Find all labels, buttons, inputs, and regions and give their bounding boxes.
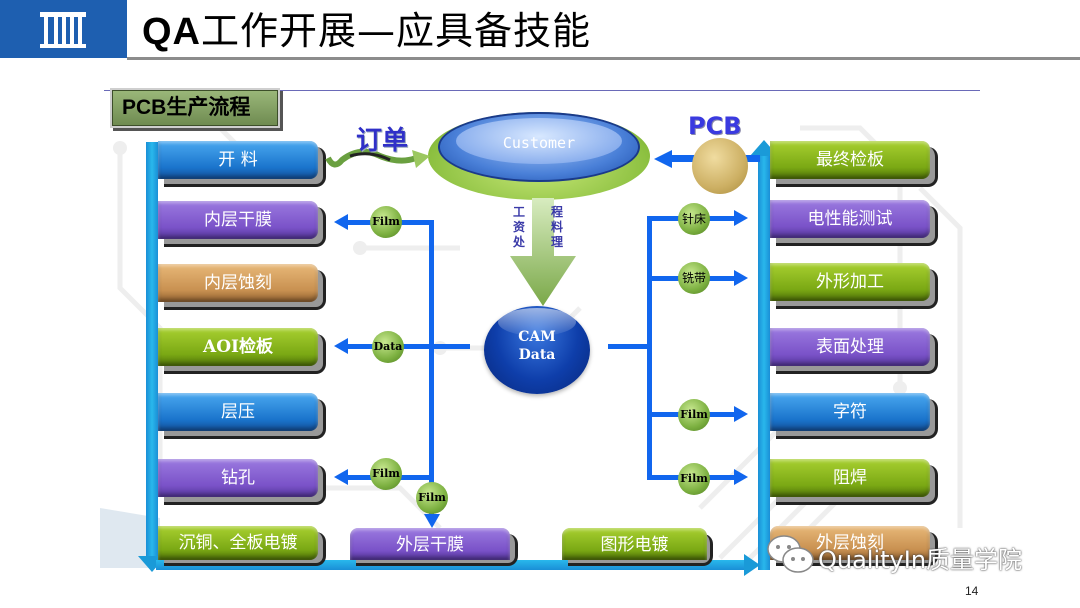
- cam-label-line1: CAM: [518, 329, 556, 345]
- page-title: QA工作开展—应具备技能: [142, 6, 591, 57]
- connector-line: [429, 220, 434, 514]
- arrow-left-icon: [334, 214, 348, 230]
- engineering-text-col2: 程料理: [550, 205, 563, 249]
- step-label: 电性能测试: [770, 200, 930, 238]
- step-label: 外形加工: [770, 263, 930, 301]
- header-divider: [127, 57, 1080, 60]
- arrow-right-icon: [734, 210, 748, 226]
- arrow-down-icon: [424, 514, 440, 528]
- step-label: 外层干膜: [350, 528, 510, 560]
- step-label: 最终检板: [770, 141, 930, 179]
- step-profiling[interactable]: 外形加工: [770, 263, 938, 309]
- badge-film: Film: [416, 482, 448, 514]
- arrow-right-icon: [734, 469, 748, 485]
- section-top-rule: [104, 90, 980, 91]
- step-electrical-test[interactable]: 电性能测试: [770, 200, 938, 246]
- step-label: 钻孔: [158, 459, 318, 497]
- step-solder-mask[interactable]: 阻焊: [770, 459, 938, 505]
- badge-film: Film: [678, 463, 710, 495]
- step-label: 层压: [158, 393, 318, 431]
- step-label: 表面处理: [770, 328, 930, 366]
- badge-film: Film: [370, 206, 402, 238]
- cam-label-line2: Data: [518, 347, 556, 363]
- step-aoi-inspection[interactable]: AOI检板: [158, 328, 326, 374]
- step-label: 内层蚀刻: [158, 264, 318, 302]
- bottom-flow-arrowhead: [744, 554, 760, 576]
- title-cjk: 工作开展—应具备技能: [201, 9, 592, 53]
- left-flow-bar: [146, 142, 158, 562]
- connector-line: [348, 344, 470, 349]
- page-number: 14: [965, 584, 979, 598]
- step-final-inspection[interactable]: 最终检板: [770, 141, 938, 187]
- order-label: 订单: [356, 126, 409, 156]
- step-label: 开 料: [158, 141, 318, 179]
- pcb-coin-icon: [692, 138, 748, 194]
- step-drilling[interactable]: 钻孔: [158, 459, 326, 505]
- step-copper-plating[interactable]: 沉铜、全板电镀: [158, 526, 326, 568]
- step-label: 沉铜、全板电镀: [158, 526, 318, 560]
- step-legend-printing[interactable]: 字符: [770, 393, 938, 439]
- step-inner-dry-film[interactable]: 内层干膜: [158, 201, 326, 247]
- connector-line: [647, 216, 652, 480]
- wechat-icon: [767, 535, 814, 573]
- step-inner-etching[interactable]: 内层蚀刻: [158, 264, 326, 310]
- step-label: 图形电镀: [562, 528, 707, 560]
- cam-highlight: [498, 308, 576, 336]
- step-cutting[interactable]: 开 料: [158, 141, 326, 187]
- step-label: AOI检板: [158, 328, 318, 366]
- arrow-left-icon: [334, 338, 348, 354]
- arrow-right-icon: [734, 270, 748, 286]
- engineering-text-col1: 工资处: [512, 205, 525, 249]
- badge-data: Data: [372, 331, 404, 363]
- step-label: 字符: [770, 393, 930, 431]
- step-outer-dry-film[interactable]: 外层干膜: [350, 528, 518, 570]
- customer-highlight: [456, 118, 622, 164]
- step-surface-finish[interactable]: 表面处理: [770, 328, 938, 374]
- title-latin: QA: [142, 11, 201, 53]
- connector-line: [608, 344, 652, 349]
- step-label: 阻焊: [770, 459, 930, 497]
- badge-needle-bed: 针床: [678, 203, 710, 235]
- badge-milling-tape: 铣带: [678, 262, 710, 294]
- step-label: 内层干膜: [158, 201, 318, 239]
- cam-label: CAM Data: [484, 328, 590, 364]
- arrow-left-icon: [654, 150, 672, 168]
- section-label: PCB生产流程: [110, 88, 280, 128]
- institution-columns-icon: [40, 12, 86, 48]
- badge-film: Film: [370, 458, 402, 490]
- order-arrow-icon: [325, 148, 430, 168]
- logo-block: [0, 0, 127, 58]
- step-lamination[interactable]: 层压: [158, 393, 326, 439]
- arrow-left-icon: [334, 469, 348, 485]
- step-pattern-plating[interactable]: 图形电镀: [562, 528, 713, 570]
- arrow-right-icon: [734, 406, 748, 422]
- customer-label: Customer: [502, 134, 576, 152]
- right-flow-bar: [758, 154, 770, 570]
- pcb-label: PCB: [688, 112, 742, 140]
- badge-film: Film: [678, 399, 710, 431]
- watermark-text: QualityIn质量学院: [818, 546, 1023, 574]
- engineering-down-arrow-icon: [510, 198, 576, 306]
